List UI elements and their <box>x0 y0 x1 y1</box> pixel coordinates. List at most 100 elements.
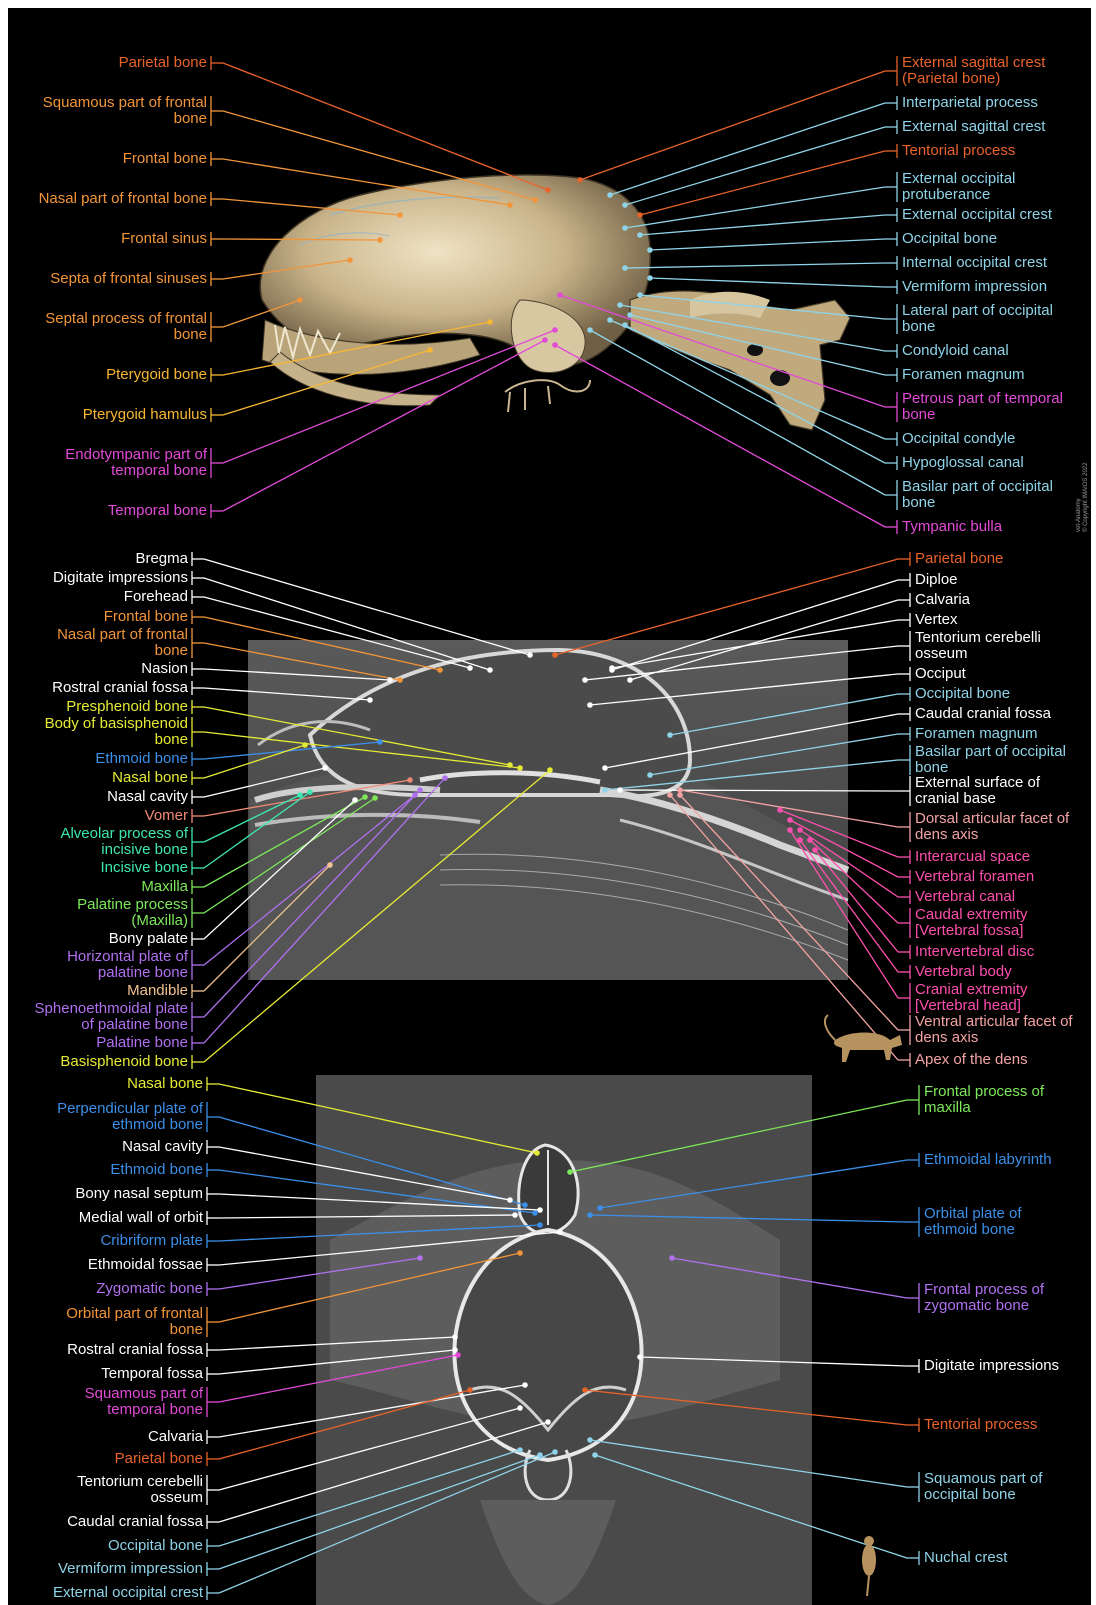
leader-dot <box>452 1334 458 1340</box>
leader-dot <box>297 297 303 303</box>
label-nasal-part-of-frontal-bone: Nasal part of frontal bone <box>57 627 188 659</box>
label-vertex: Vertex <box>915 612 958 628</box>
leader-dot <box>582 1387 588 1393</box>
label-nasal-part-of-frontal-bone: Nasal part of frontal bone <box>39 191 207 207</box>
leader-dot <box>607 192 613 198</box>
skull-3d-render <box>260 175 850 430</box>
label-tentorium-cerebelli-osseum: Tentorium cerebelli osseum <box>77 1474 203 1506</box>
leader-dot <box>777 807 783 813</box>
leader-dot <box>602 765 608 771</box>
label-vertebral-body: Vertebral body <box>915 964 1012 980</box>
leader-dot <box>527 652 533 658</box>
label-foramen-magnum: Foramen magnum <box>902 367 1025 383</box>
leader-dot <box>677 787 683 793</box>
label-rostral-cranial-fossa: Rostral cranial fossa <box>52 680 188 696</box>
label-internal-occipital-crest: Internal occipital crest <box>902 255 1047 271</box>
leader-dot <box>557 1229 563 1235</box>
leader-dot <box>609 665 615 671</box>
leader-line <box>580 71 885 180</box>
leader-dot <box>397 677 403 683</box>
label-nuchal-crest: Nuchal crest <box>924 1550 1007 1566</box>
label-septa-of-frontal-sinuses: Septa of frontal sinuses <box>50 271 207 287</box>
leader-dot <box>637 292 643 298</box>
leader-dot <box>617 787 623 793</box>
label-parietal-bone: Parietal bone <box>115 1451 203 1467</box>
label-external-occipital-protuberance: External occipital protuberance <box>902 171 1015 203</box>
leader-dot <box>517 1447 523 1453</box>
leader-dot <box>637 232 643 238</box>
label-basilar-part-of-occipital-bone: Basilar part of occipital bone <box>902 479 1053 511</box>
label-bregma: Bregma <box>135 551 188 567</box>
label-palatine-bone: Palatine bone <box>96 1035 188 1051</box>
label-petrous-part-of-temporal-bone: Petrous part of temporal bone <box>902 391 1063 423</box>
label-medial-wall-of-orbit: Medial wall of orbit <box>79 1210 203 1226</box>
label-ethmoidal-labyrinth: Ethmoidal labyrinth <box>924 1152 1052 1168</box>
leader-dot <box>427 347 433 353</box>
label-interparietal-process: Interparietal process <box>902 95 1038 111</box>
leader-dot <box>467 665 473 671</box>
watermark-text: vet-Anatomy © Copyright IMAIOS 2022 <box>1076 463 1089 532</box>
leader-dot <box>437 667 443 673</box>
label-tentorial-process: Tentorial process <box>924 1417 1037 1433</box>
leader-dot <box>667 792 673 798</box>
label-cranial-extremity-vertebral-head: Cranial extremity [Vertebral head] <box>915 982 1028 1014</box>
leader-dot <box>327 862 333 868</box>
leader-dot <box>807 837 813 843</box>
leader-dot <box>367 697 373 703</box>
leader-dot <box>487 667 493 673</box>
label-vomer: Vomer <box>145 808 188 824</box>
label-pterygoid-bone: Pterygoid bone <box>106 367 207 383</box>
leader-dot <box>587 702 593 708</box>
leader-dot <box>622 202 628 208</box>
leader-dot <box>557 292 563 298</box>
leader-dot <box>442 775 448 781</box>
leader-dot <box>517 765 523 771</box>
sagittal-ct-image <box>248 640 848 980</box>
leader-dot <box>542 337 548 343</box>
leader-dot <box>627 677 633 683</box>
leader-dot <box>677 792 683 798</box>
label-incisive-bone: Incisive bone <box>100 860 188 876</box>
label-external-occipital-crest: External occipital crest <box>53 1585 203 1601</box>
label-alveolar-process-of-incisive-bone: Alveolar process of incisive bone <box>60 826 188 858</box>
leader-dot <box>347 257 353 263</box>
leader-dot <box>372 795 378 801</box>
label-nasal-bone: Nasal bone <box>127 1076 203 1092</box>
label-vermiform-impression: Vermiform impression <box>58 1561 203 1577</box>
label-tentorial-process: Tentorial process <box>902 143 1015 159</box>
label-occiput: Occiput <box>915 666 966 682</box>
label-apex-of-the-dens: Apex of the dens <box>915 1052 1028 1068</box>
leader-dot <box>787 817 793 823</box>
label-external-sagittal-crest-parietal-bone: External sagittal crest (Parietal bone) <box>902 55 1045 87</box>
leader-dot <box>667 732 673 738</box>
leader-dot <box>452 1347 458 1353</box>
label-occipital-condyle: Occipital condyle <box>902 431 1015 447</box>
leader-dot <box>607 317 613 323</box>
leader-dot <box>517 1250 523 1256</box>
leader-dot <box>647 247 653 253</box>
label-caudal-cranial-fossa: Caudal cranial fossa <box>915 706 1051 722</box>
label-sphenoethmoidal-plate-of-palatine-bone: Sphenoethmoidal plate of palatine bone <box>35 1001 188 1033</box>
leader-dot <box>582 677 588 683</box>
label-occipital-bone: Occipital bone <box>108 1538 203 1554</box>
label-diploe: Diploe <box>915 572 958 588</box>
label-digitate-impressions: Digitate impressions <box>53 570 188 586</box>
label-caudal-cranial-fossa: Caudal cranial fossa <box>67 1514 203 1530</box>
leader-dot <box>552 342 558 348</box>
label-forehead: Forehead <box>124 589 188 605</box>
leader-line <box>650 278 885 287</box>
label-squamous-part-of-frontal-bone: Squamous part of frontal bone <box>43 95 207 127</box>
label-caudal-extremity-vertebral-fossa: Caudal extremity [Vertebral fossa] <box>915 907 1028 939</box>
leader-dot <box>622 265 628 271</box>
label-basisphenoid-bone: Basisphenoid bone <box>60 1054 188 1070</box>
leader-line <box>640 215 885 235</box>
label-condyloid-canal: Condyloid canal <box>902 343 1009 359</box>
leader-dot <box>322 765 328 771</box>
label-palatine-process-maxilla: Palatine process (Maxilla) <box>77 897 188 929</box>
leader-line <box>610 103 885 195</box>
leader-dot <box>545 187 551 193</box>
label-frontal-bone: Frontal bone <box>123 151 207 167</box>
label-nasion: Nasion <box>141 661 188 677</box>
label-vertebral-canal: Vertebral canal <box>915 889 1015 905</box>
leader-dot <box>647 275 653 281</box>
